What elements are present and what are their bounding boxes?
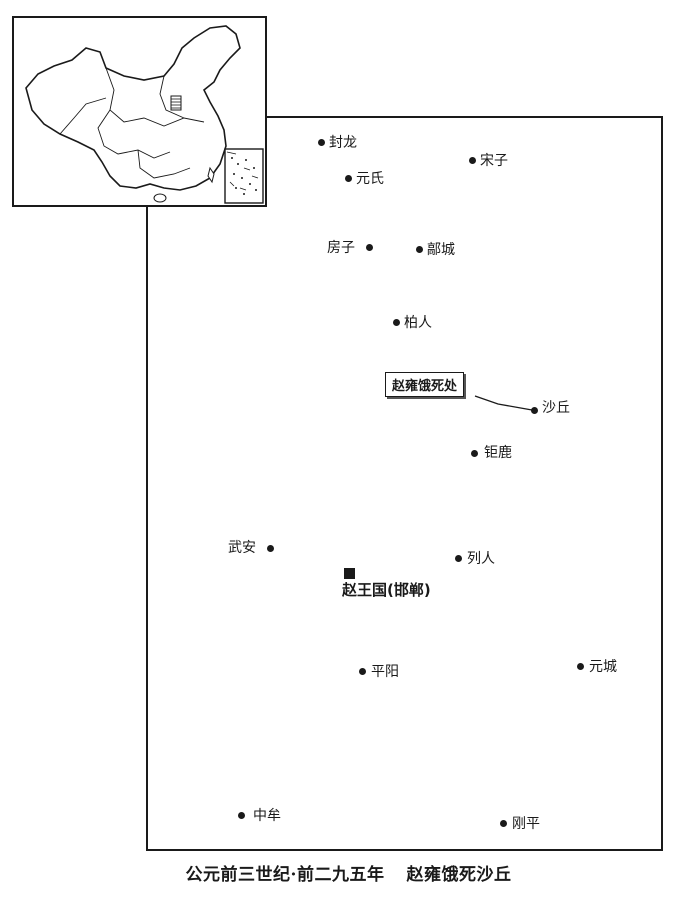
capital-label-handan: 赵王国(邯郸) xyxy=(342,581,431,599)
place-dot-fangzi xyxy=(366,244,373,251)
place-label-wuan: 武安 xyxy=(228,540,256,556)
place-label-bairen: 柏人 xyxy=(404,315,432,331)
place-label-zhongmou: 中牟 xyxy=(253,808,281,824)
place-dot-fenglong xyxy=(318,139,325,146)
place-dot-pingyang xyxy=(359,668,366,675)
map-caption: 公元前三世纪·前二九五年 赵雍饿死沙丘 xyxy=(0,860,697,885)
place-dot-yuanshi xyxy=(345,175,352,182)
place-label-fenglong: 封龙 xyxy=(329,135,357,151)
place-dot-songzi xyxy=(469,157,476,164)
callout-death-site: 赵雍饿死处 xyxy=(385,372,465,397)
place-label-pingyang: 平阳 xyxy=(371,664,399,680)
caption-period: 公元前三世纪·前二九五年 xyxy=(185,865,385,885)
place-label-haocheng: 鄗城 xyxy=(427,242,455,258)
place-dot-shaqiu xyxy=(531,407,538,414)
capital-square-marker xyxy=(344,568,355,579)
place-label-gangping: 刚平 xyxy=(512,816,540,832)
place-dot-julu xyxy=(471,450,478,457)
place-label-julu: 钜鹿 xyxy=(484,445,512,461)
place-label-lieren: 列人 xyxy=(467,551,495,567)
caption-event: 赵雍饿死沙丘 xyxy=(406,865,512,885)
china-mainland-outline xyxy=(25,25,241,191)
china-outline-map xyxy=(25,25,264,204)
place-dot-gangping xyxy=(500,820,507,827)
place-dot-zhongmou xyxy=(238,812,245,819)
place-dot-haocheng xyxy=(416,246,423,253)
place-dot-wuan xyxy=(267,545,274,552)
main-map-frame xyxy=(146,116,663,851)
place-dot-bairen xyxy=(393,319,400,326)
place-dot-lieren xyxy=(455,555,462,562)
place-label-yuancheng: 元城 xyxy=(589,659,617,675)
place-label-fangzi: 房子 xyxy=(327,240,355,256)
inset-locator-map xyxy=(12,16,267,207)
place-label-songzi: 宋子 xyxy=(480,153,508,169)
place-label-shaqiu: 沙丘 xyxy=(542,400,570,416)
place-dot-yuancheng xyxy=(577,663,584,670)
place-label-yuanshi: 元氏 xyxy=(356,171,384,187)
